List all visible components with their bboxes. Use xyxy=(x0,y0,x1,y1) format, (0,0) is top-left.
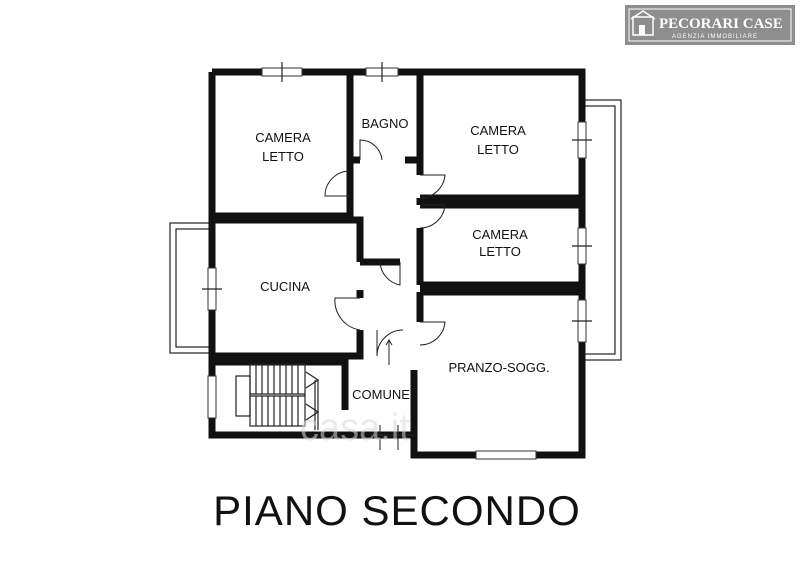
label-camera-letto-3a: CAMERA xyxy=(472,227,528,242)
logo-name: PECORARI CASE xyxy=(659,16,783,32)
label-comune: COMUNE xyxy=(352,387,410,402)
label-camera-letto-1b: LETTO xyxy=(262,149,304,164)
room-labels: CAMERA LETTO BAGNO CAMERA LETTO CAMERA L… xyxy=(255,116,549,402)
house-icon xyxy=(630,10,656,36)
staircase xyxy=(235,363,320,430)
agency-logo: PECORARI CASE AGENZIA IMMOBILIARE xyxy=(625,5,795,45)
label-bagno: BAGNO xyxy=(362,116,409,131)
interior-walls xyxy=(212,72,582,455)
logo-tagline: AGENZIA IMMOBILIARE xyxy=(672,34,758,40)
windows xyxy=(202,62,592,460)
balcony-left xyxy=(169,222,213,354)
label-camera-letto-1a: CAMERA xyxy=(255,130,311,145)
label-camera-letto-2a: CAMERA xyxy=(470,123,526,138)
doors xyxy=(324,139,446,450)
watermark: casa.it xyxy=(300,407,410,449)
label-cucina: CUCINA xyxy=(260,279,310,294)
plan-title: PIANO SECONDO xyxy=(213,487,581,534)
label-pranzo-sogg: PRANZO-SOGG. xyxy=(448,360,549,375)
label-camera-letto-3b: LETTO xyxy=(479,244,521,259)
label-camera-letto-2b: LETTO xyxy=(477,142,519,157)
